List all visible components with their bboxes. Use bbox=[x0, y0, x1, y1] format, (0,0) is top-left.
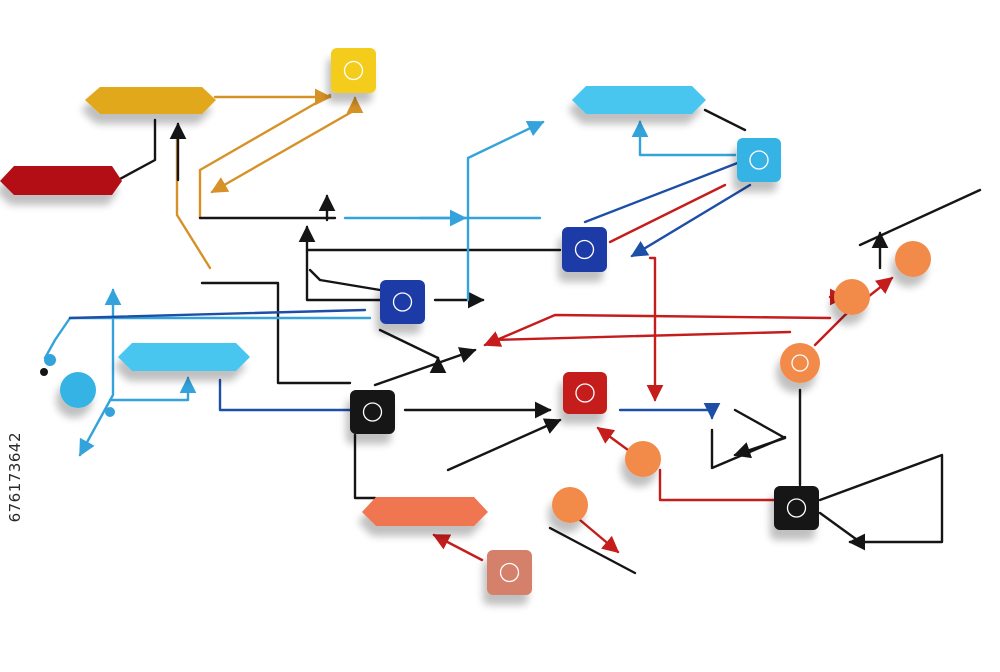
black-square-node-right bbox=[774, 486, 819, 530]
light-blue-hexagon-tag-left bbox=[118, 343, 250, 371]
connector-sky-2 bbox=[631, 120, 737, 157]
orange-circle-node-mid bbox=[834, 279, 870, 315]
connector-red-2 bbox=[646, 256, 664, 402]
sky-square-node bbox=[737, 138, 781, 182]
salmon-square-node bbox=[487, 550, 532, 595]
blue-circle-node bbox=[60, 372, 96, 408]
connector-sky-1 bbox=[466, 120, 545, 302]
connector-sky-8 bbox=[218, 378, 352, 412]
light-blue-hexagon-tag-top bbox=[572, 86, 706, 114]
square-nodes bbox=[331, 48, 819, 595]
coral-hexagon-tag bbox=[362, 497, 488, 526]
connector-navy-3 bbox=[68, 308, 367, 320]
connector-red-1 bbox=[608, 183, 727, 244]
circle-nodes bbox=[60, 241, 931, 523]
royal-square-node-upper bbox=[562, 227, 607, 272]
connector-black-1 bbox=[116, 118, 157, 182]
connector-black-20 bbox=[548, 526, 637, 575]
red-orange-circle-node bbox=[625, 441, 661, 477]
tags bbox=[0, 86, 706, 526]
connector-navy-2 bbox=[630, 183, 752, 258]
connector-sky-5 bbox=[78, 288, 122, 457]
stock-id-label: 676173642 bbox=[6, 432, 24, 523]
connector-black-13 bbox=[353, 433, 377, 500]
orange-circle-node-top bbox=[895, 241, 931, 277]
connector-black-22 bbox=[858, 188, 982, 247]
connector-black-18 bbox=[818, 453, 944, 551]
red-arrow-tag bbox=[0, 166, 122, 195]
black-square-node-left bbox=[350, 390, 395, 434]
connector-black-16 bbox=[733, 408, 787, 459]
connector-gold-5 bbox=[175, 128, 212, 270]
connector-red-10 bbox=[432, 533, 484, 562]
connector-sky-7 bbox=[108, 376, 197, 402]
connector-black-5 bbox=[298, 225, 562, 252]
orange-circle-node-right bbox=[780, 343, 820, 383]
connector-navy-1 bbox=[583, 160, 742, 224]
red-square-node bbox=[563, 372, 607, 414]
connector-black-19 bbox=[818, 511, 862, 544]
connector-gold-3 bbox=[210, 108, 357, 194]
connector-black-23 bbox=[703, 108, 747, 132]
royal-square-node-lower bbox=[380, 280, 425, 324]
connector-red-3 bbox=[483, 313, 832, 347]
connector-black-6 bbox=[305, 248, 382, 302]
connector-red-5 bbox=[813, 276, 894, 347]
connector-sky-6 bbox=[43, 316, 372, 360]
connector-black-7 bbox=[308, 268, 382, 292]
connector-red-9 bbox=[578, 518, 620, 554]
orange-circle-node-bottom bbox=[552, 487, 588, 523]
connector-red-7 bbox=[596, 426, 630, 452]
connector-gold-2 bbox=[198, 93, 332, 220]
connector-black-15 bbox=[710, 428, 787, 470]
connector-red-8 bbox=[658, 468, 777, 502]
connector-red-4 bbox=[488, 330, 792, 342]
connector-black-11 bbox=[373, 347, 477, 387]
yellow-square-node bbox=[331, 48, 376, 93]
connector-lines bbox=[43, 88, 982, 575]
junction-dots bbox=[40, 354, 115, 417]
mustard-hexagon-tag bbox=[85, 87, 216, 114]
connector-navy-4 bbox=[618, 402, 721, 420]
connector-black-14 bbox=[446, 418, 562, 472]
connector-black-10 bbox=[378, 328, 440, 360]
connector-black-8 bbox=[200, 281, 352, 385]
